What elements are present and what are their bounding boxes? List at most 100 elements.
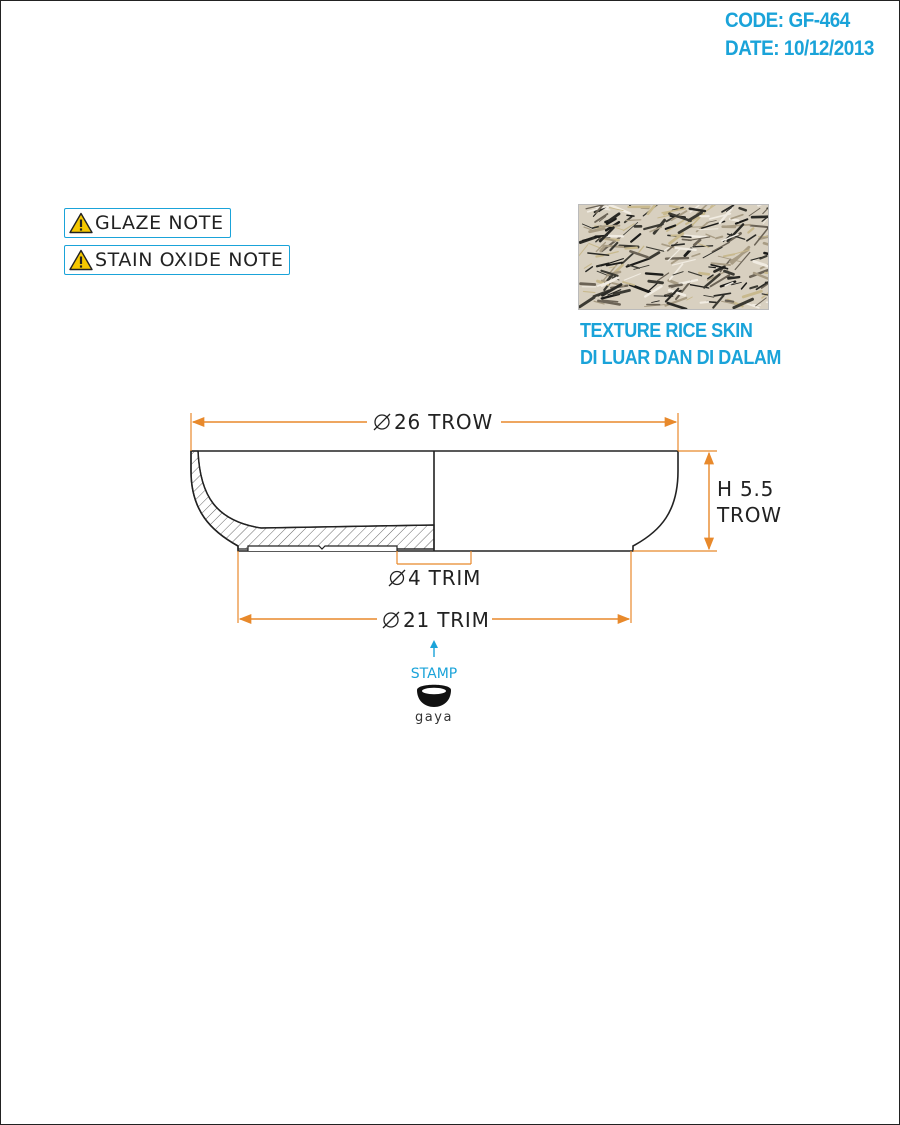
texture-streak — [753, 227, 768, 246]
texture-streak — [725, 207, 733, 212]
texture-streak — [703, 273, 721, 289]
texture-streak — [741, 289, 763, 299]
texture-streak — [717, 255, 742, 263]
texture-streak — [627, 264, 640, 269]
texture-streak — [644, 272, 664, 276]
texture-streak — [732, 297, 754, 309]
texture-streak — [759, 254, 768, 260]
texture-streak — [595, 241, 607, 253]
texture-streak — [738, 206, 748, 212]
texture-streak — [702, 246, 723, 259]
texture-streak — [664, 224, 677, 230]
texture-streak — [762, 207, 768, 215]
texture-streak — [755, 297, 767, 307]
texture-streak — [726, 223, 752, 228]
texture-streak — [657, 214, 670, 219]
texture-streak — [699, 300, 710, 304]
texture-streak — [595, 205, 605, 214]
texture-streak — [593, 300, 605, 305]
texture-streak — [749, 285, 759, 290]
texture-streak — [633, 264, 650, 270]
texture-streak — [721, 233, 739, 242]
product-code: CODE: GF-464 — [725, 9, 851, 32]
texture-streak — [600, 269, 619, 277]
texture-streak — [666, 301, 688, 309]
texture-streak — [761, 215, 768, 222]
texture-streak — [594, 213, 609, 223]
texture-streak — [671, 258, 696, 266]
height-label-line1: H 5.5 — [717, 477, 774, 501]
texture-streak — [749, 224, 768, 229]
texture-streak — [607, 289, 622, 296]
texture-streak — [731, 282, 742, 286]
texture-streak — [652, 218, 667, 235]
texture-streak — [579, 282, 597, 286]
texture-streak — [648, 251, 661, 260]
texture-streak — [582, 237, 592, 242]
texture-streak — [643, 284, 663, 298]
texture-streak — [710, 263, 729, 270]
texture-streak — [723, 269, 735, 276]
texture-streak — [688, 207, 707, 213]
bowl-outline — [190, 450, 679, 552]
texture-streak — [607, 212, 621, 223]
texture-streak — [583, 226, 595, 232]
texture-streak — [600, 258, 624, 267]
texture-streak — [703, 294, 715, 298]
texture-streak — [711, 241, 730, 253]
texture-streak — [664, 287, 680, 303]
texture-streak — [601, 283, 623, 297]
texture-streak — [750, 256, 762, 261]
texture-streak — [649, 226, 663, 233]
texture-streak — [668, 263, 684, 281]
texture-streak — [661, 207, 687, 214]
texture-streak — [623, 215, 633, 224]
stain-oxide-note-label: STAIN OXIDE NOTE — [95, 249, 284, 271]
texture-streak — [762, 241, 768, 246]
texture-streak — [758, 235, 768, 241]
texture-streak — [708, 266, 717, 269]
texture-streak — [620, 251, 636, 265]
stain-oxide-note[interactable]: STAIN OXIDE NOTE — [64, 245, 291, 275]
texture-streak — [692, 245, 714, 248]
texture-streak — [740, 282, 748, 290]
diameter-symbol-icon — [388, 569, 406, 587]
texture-streak — [724, 299, 735, 303]
texture-streak — [713, 292, 732, 297]
texture-streak — [691, 252, 701, 258]
texture-streak — [709, 274, 731, 288]
texture-streak — [727, 249, 750, 257]
texture-streak — [598, 224, 621, 228]
texture-streak — [667, 278, 681, 286]
top-diameter-label: 26 TROW — [394, 410, 493, 434]
diameter-symbol-icon — [373, 413, 391, 431]
texture-streak — [667, 247, 682, 262]
top-diameter-dimension: 26 TROW — [190, 410, 679, 451]
texture-streak — [668, 205, 681, 209]
texture-streak — [605, 261, 623, 267]
texture-streak — [747, 227, 755, 234]
texture-streak — [598, 216, 607, 222]
texture-streak — [705, 233, 716, 239]
texture-streak — [582, 290, 596, 294]
glaze-note[interactable]: GLAZE NOTE — [64, 208, 231, 238]
texture-streak — [668, 212, 692, 223]
texture-streak — [745, 302, 760, 309]
texture-streak — [626, 214, 635, 217]
texture-streak — [752, 271, 768, 280]
base-diameter-label: 21 TRIM — [403, 608, 490, 632]
texture-streak — [651, 300, 660, 303]
texture-caption-line2: DI LUAR DAN DI DALAM — [580, 347, 781, 369]
texture-streak — [646, 205, 657, 216]
rice-skin-texture-image — [579, 205, 768, 309]
texture-streak — [644, 304, 666, 308]
height-dimension: H 5.5 TROW — [633, 450, 781, 552]
texture-swatch — [578, 204, 769, 310]
texture-streak — [624, 246, 638, 250]
gaya-logo-icon — [417, 684, 451, 707]
texture-streak — [697, 228, 719, 231]
texture-streak — [579, 244, 589, 257]
texture-streak — [755, 281, 768, 291]
